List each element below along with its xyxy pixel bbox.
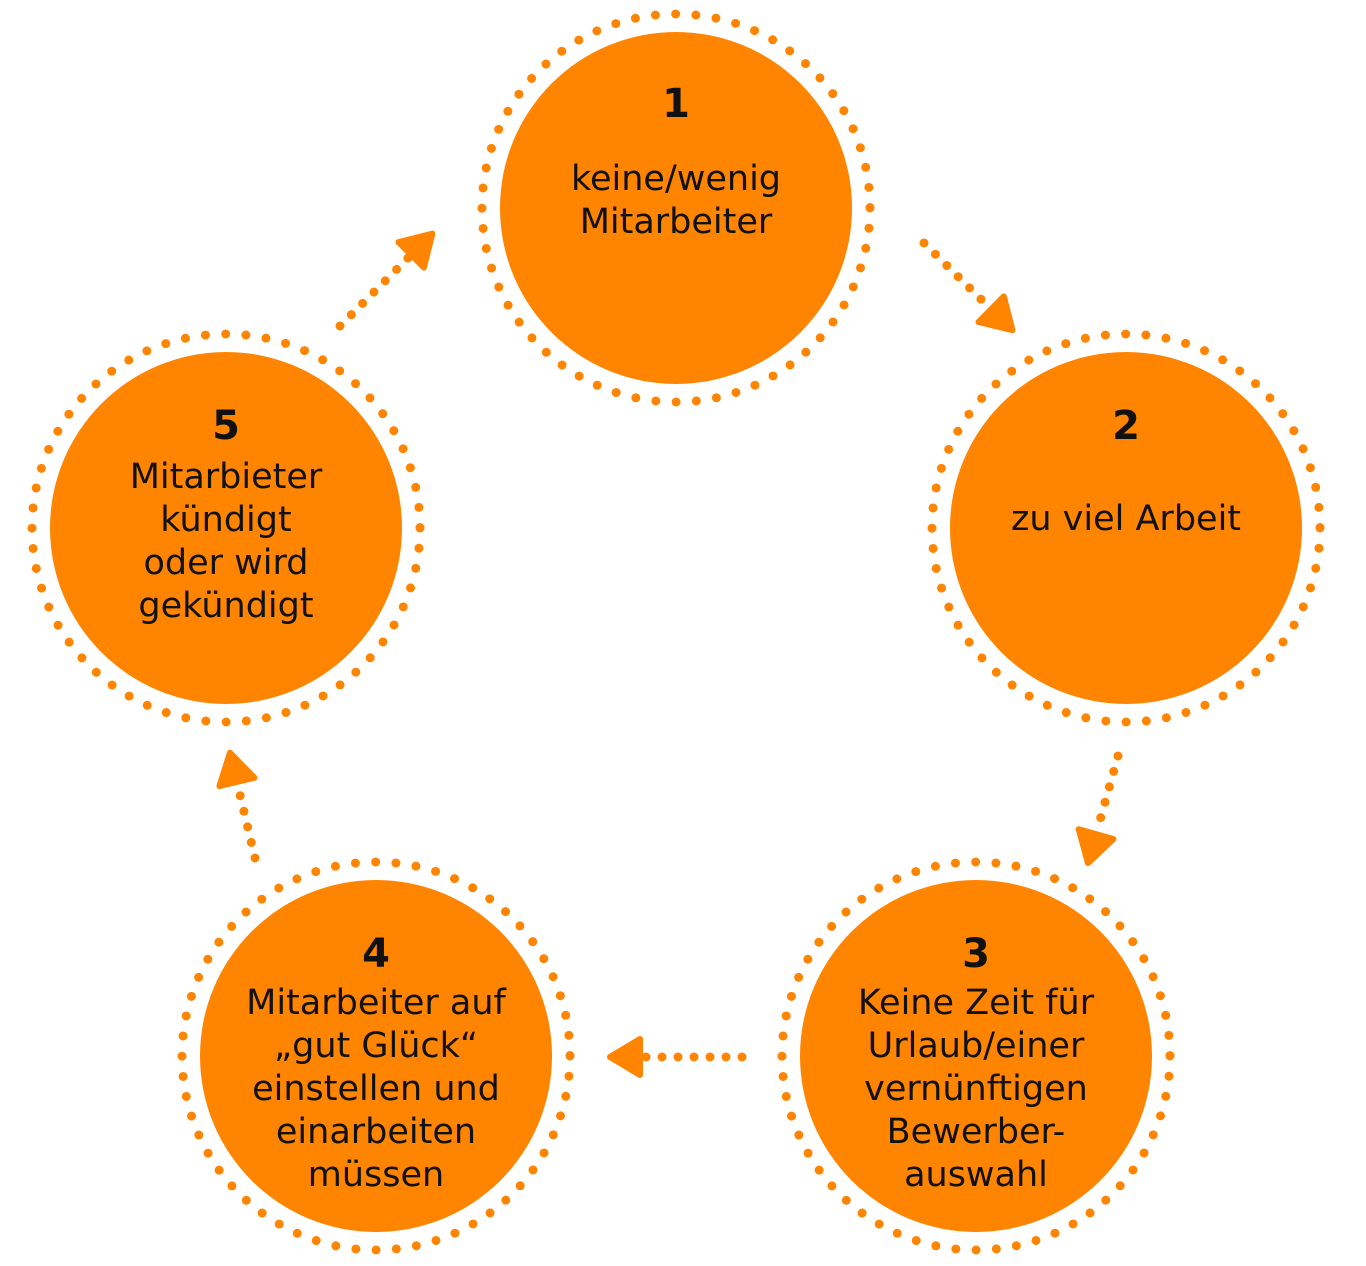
arrow-1-2-dotted-line — [919, 238, 993, 311]
arrow-5-1-dotted-line — [335, 253, 413, 331]
node-3-dotted-ring — [777, 857, 1175, 1255]
arrow-4-5-head — [216, 749, 258, 790]
arrow-2-3-dotted-line — [1092, 751, 1123, 835]
cycle-node-3: 3 Keine Zeit für Urlaub/einer vernünftig… — [796, 876, 1156, 1236]
arrow-4-5-dotted-line — [233, 781, 260, 863]
cycle-node-4: 4 Mitarbeiter auf „gut Glück“ einstellen… — [196, 876, 556, 1236]
node-label: Mitarbeiter auf „gut Glück“ einstellen u… — [246, 983, 506, 1195]
arrow-5-1-head — [395, 230, 436, 271]
node-1-dotted-ring — [477, 9, 875, 407]
node-label: Mitarbieter kündigt oder wird gekündigt — [129, 457, 323, 626]
node-label: keine/wenig Mitarbeiter — [570, 159, 782, 242]
node-1-circle — [500, 32, 852, 384]
node-4-circle — [200, 880, 552, 1232]
node-label: zu viel Arbeit — [1010, 499, 1242, 539]
node-5-dotted-ring — [27, 329, 425, 727]
node-number: 2 — [1112, 403, 1140, 449]
node-number: 1 — [662, 81, 690, 127]
node-4-dotted-ring — [177, 857, 575, 1255]
arrow-1-2-head — [975, 293, 1016, 334]
node-2-circle — [950, 352, 1302, 704]
node-5-circle — [50, 352, 402, 704]
node-number: 4 — [362, 931, 390, 977]
node-3-circle — [800, 880, 1152, 1232]
arrow-2-3-head — [1075, 826, 1117, 867]
node-2-dotted-ring — [927, 329, 1325, 727]
arrow-3-4-head — [607, 1036, 643, 1078]
cycle-node-2: 2 zu viel Arbeit — [946, 348, 1306, 708]
node-label: Keine Zeit für Urlaub/einer vernünftigen… — [857, 983, 1095, 1195]
cycle-node-5: 5 Mitarbieter kündigt oder wird gekündig… — [46, 348, 406, 708]
node-number: 3 — [962, 931, 990, 977]
node-number: 5 — [212, 403, 240, 449]
cycle-node-1: 1 keine/wenig Mitarbeiter — [496, 28, 856, 388]
